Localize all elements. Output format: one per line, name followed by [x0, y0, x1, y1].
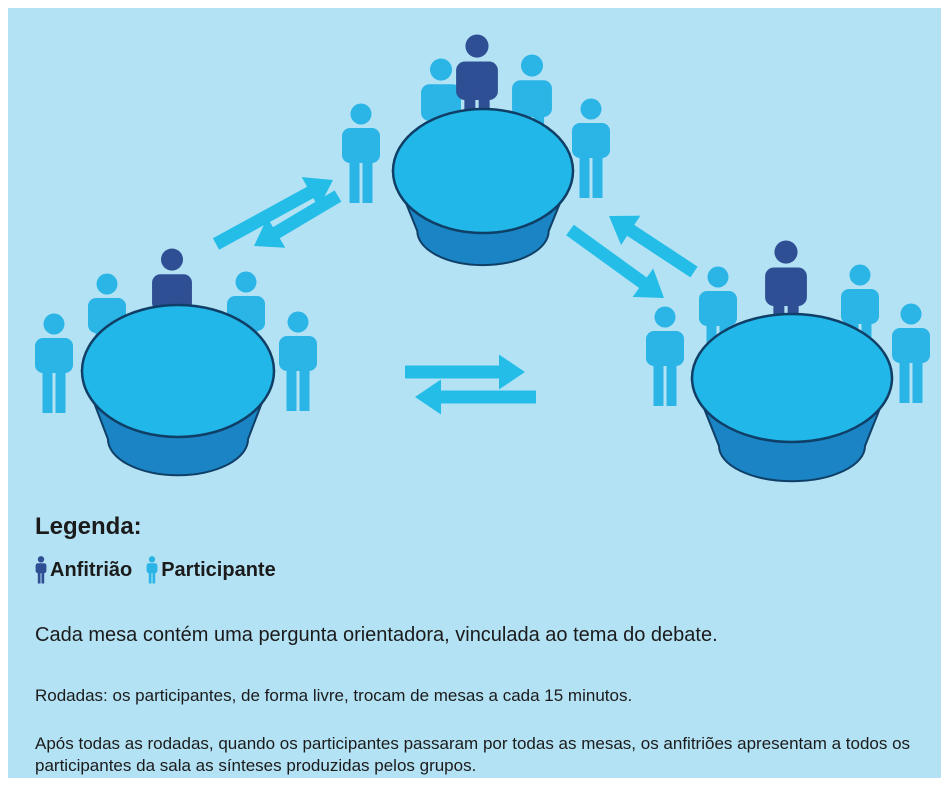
paragraph-synthesis: Após todas as rodadas, quando os partici…	[35, 734, 911, 775]
paragraph-rounds: Rodadas: os participantes, de forma livr…	[35, 686, 633, 705]
arrow-left-to-top	[212, 177, 333, 250]
legend-item-participant: Participante	[146, 556, 276, 584]
arrow-top-to-left	[254, 190, 342, 248]
legend-title: Legenda:	[35, 513, 142, 540]
legend-host-label: Anfitrião	[50, 558, 133, 581]
legend-participant-label: Participante	[161, 558, 276, 581]
diagram-panel: Legenda: Anfitrião Participante Cada mes…	[8, 8, 941, 778]
host-person-icon	[35, 556, 47, 584]
arrow-right-to-top	[609, 215, 698, 278]
paragraph-guiding-question: Cada mesa contém uma pergunta orientador…	[35, 624, 718, 646]
participant-person-icon	[342, 103, 380, 203]
table-top	[391, 107, 575, 267]
arrow-right-to-left	[415, 379, 536, 415]
table-right	[690, 312, 894, 483]
participant-person-icon	[279, 311, 317, 411]
participant-person-icon	[646, 306, 684, 406]
participant-person-icon	[892, 303, 930, 403]
participant-person-icon	[146, 556, 158, 584]
table-left	[80, 303, 276, 477]
arrow-left-to-right	[405, 354, 525, 390]
legend-item-host: Anfitrião	[35, 556, 132, 584]
arrow-top-to-right	[566, 224, 665, 299]
world-cafe-diagram	[35, 34, 930, 483]
participant-person-icon	[572, 98, 610, 198]
legend: Anfitrião Participante	[35, 552, 276, 588]
participant-person-icon	[35, 313, 73, 413]
